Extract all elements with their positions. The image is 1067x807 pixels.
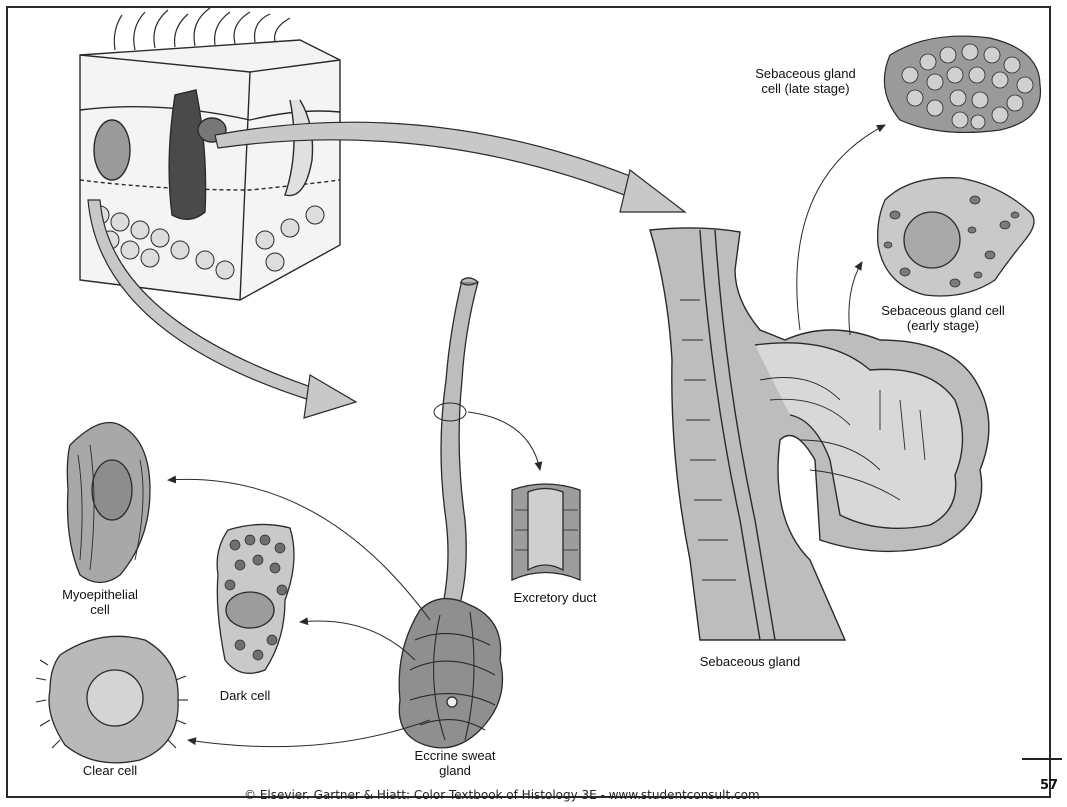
label-line: gland (395, 763, 515, 778)
page-number-rule (1022, 758, 1062, 760)
label-myoepithelial: Myoepithelial cell (40, 587, 160, 617)
label-line: Clear cell (60, 763, 160, 778)
label-line: cell (late stage) (728, 81, 883, 96)
label-line: cell (40, 602, 160, 617)
pointer-to-dark-cell (300, 621, 415, 660)
pointer-to-clear-cell (188, 720, 430, 747)
label-clear-cell: Clear cell (60, 763, 160, 778)
label-eccrine-gland: Eccrine sweat gland (395, 748, 515, 778)
label-dark-cell: Dark cell (200, 688, 290, 703)
label-line: Myoepithelial (40, 587, 160, 602)
label-line: Dark cell (200, 688, 290, 703)
label-line: Excretory duct (495, 590, 615, 605)
dark-cell-illustration (217, 524, 294, 673)
sebaceous-cell-early-illustration (878, 178, 1034, 296)
copyright-line: © Elsevier. Gartner & Hiatt: Color Textb… (244, 788, 844, 802)
pointer-to-myoepithelial (168, 479, 430, 620)
sebaceous-cell-late-illustration (884, 36, 1040, 132)
label-line: Eccrine sweat (395, 748, 515, 763)
label-line: (early stage) (858, 318, 1028, 333)
label-line: Sebaceous gland cell (858, 303, 1028, 318)
excretory-duct-illustration (512, 484, 580, 580)
label-sebaceous-early: Sebaceous gland cell (early stage) (858, 303, 1028, 333)
label-line: Sebaceous gland (728, 66, 883, 81)
pointer-to-excretory-duct (468, 412, 540, 470)
label-line: Sebaceous gland (680, 654, 820, 669)
label-sebaceous-gland: Sebaceous gland (680, 654, 820, 669)
skin-block-illustration (80, 8, 340, 300)
myoepithelial-cell-illustration (67, 423, 150, 583)
page-number: 57 (1040, 778, 1058, 793)
label-excretory-duct: Excretory duct (495, 590, 615, 605)
eccrine-gland-illustration (399, 278, 502, 748)
clear-cell-illustration (36, 636, 188, 763)
label-sebaceous-late: Sebaceous gland cell (late stage) (728, 66, 883, 96)
pointer-to-late-cell (797, 125, 885, 330)
